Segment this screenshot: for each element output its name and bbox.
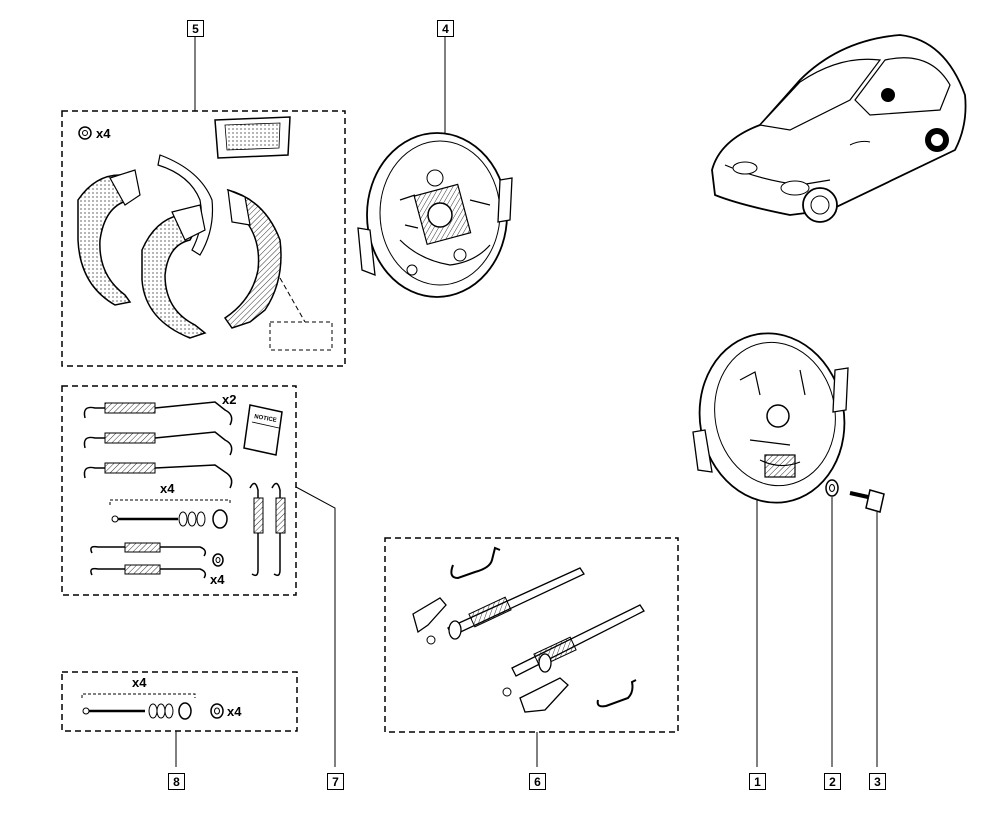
nut-icon [78,126,92,140]
quantity-label: x2 [222,392,237,407]
return-spring-short [90,542,207,557]
kit-7-springs: NOTICE [61,385,336,767]
return-spring-long [83,462,233,489]
return-spring-long [83,431,233,456]
callout-7: 7 [327,773,344,790]
adjuster-lever-upper [412,597,447,645]
brake-shoe-middle [141,154,214,339]
kit-6-adjusters [384,537,679,767]
return-spring-short [90,564,207,579]
item-1-backing-plate-assembly [692,332,849,767]
adjuster-strut-lower [511,604,645,677]
callout-5: 5 [187,20,204,37]
callout-4: 4 [437,20,454,37]
vertical-spring [271,482,286,577]
clip-wire [596,679,637,708]
brake-shoe-right [223,188,282,329]
item-4-backing-plate [357,37,513,298]
grease-packet [214,116,291,159]
item-2-washer [825,479,839,767]
item-3-bolt [849,489,885,767]
quantity-label: x4 [132,675,147,690]
kit-5-brake-shoes [61,37,346,367]
nut-icon [212,553,224,567]
car-illustration [711,34,967,223]
notice-label: NOTICE [254,414,277,424]
clip-wire [450,546,501,580]
adjuster-strut-upper [447,567,585,640]
notice-booklet: NOTICE [243,404,283,456]
return-spring-long [83,401,233,426]
brake-shoe-left [77,169,141,306]
kit-8-pins [61,671,298,767]
shoe-label-placeholder [269,321,333,351]
quantity-label: x4 [160,481,175,496]
callout-1: 1 [749,773,766,790]
callout-8: 8 [168,773,185,790]
hold-down-pin-set [111,509,228,529]
quantity-label: x4 [96,126,111,141]
vertical-spring [249,482,264,577]
hold-down-pin-set [82,702,192,720]
adjuster-lever-lower [502,677,569,713]
callout-6: 6 [529,773,546,790]
quantity-label: x4 [227,704,242,719]
callout-2: 2 [824,773,841,790]
quantity-label: x4 [210,572,225,587]
nut-icon [210,703,224,719]
callout-3: 3 [869,773,886,790]
